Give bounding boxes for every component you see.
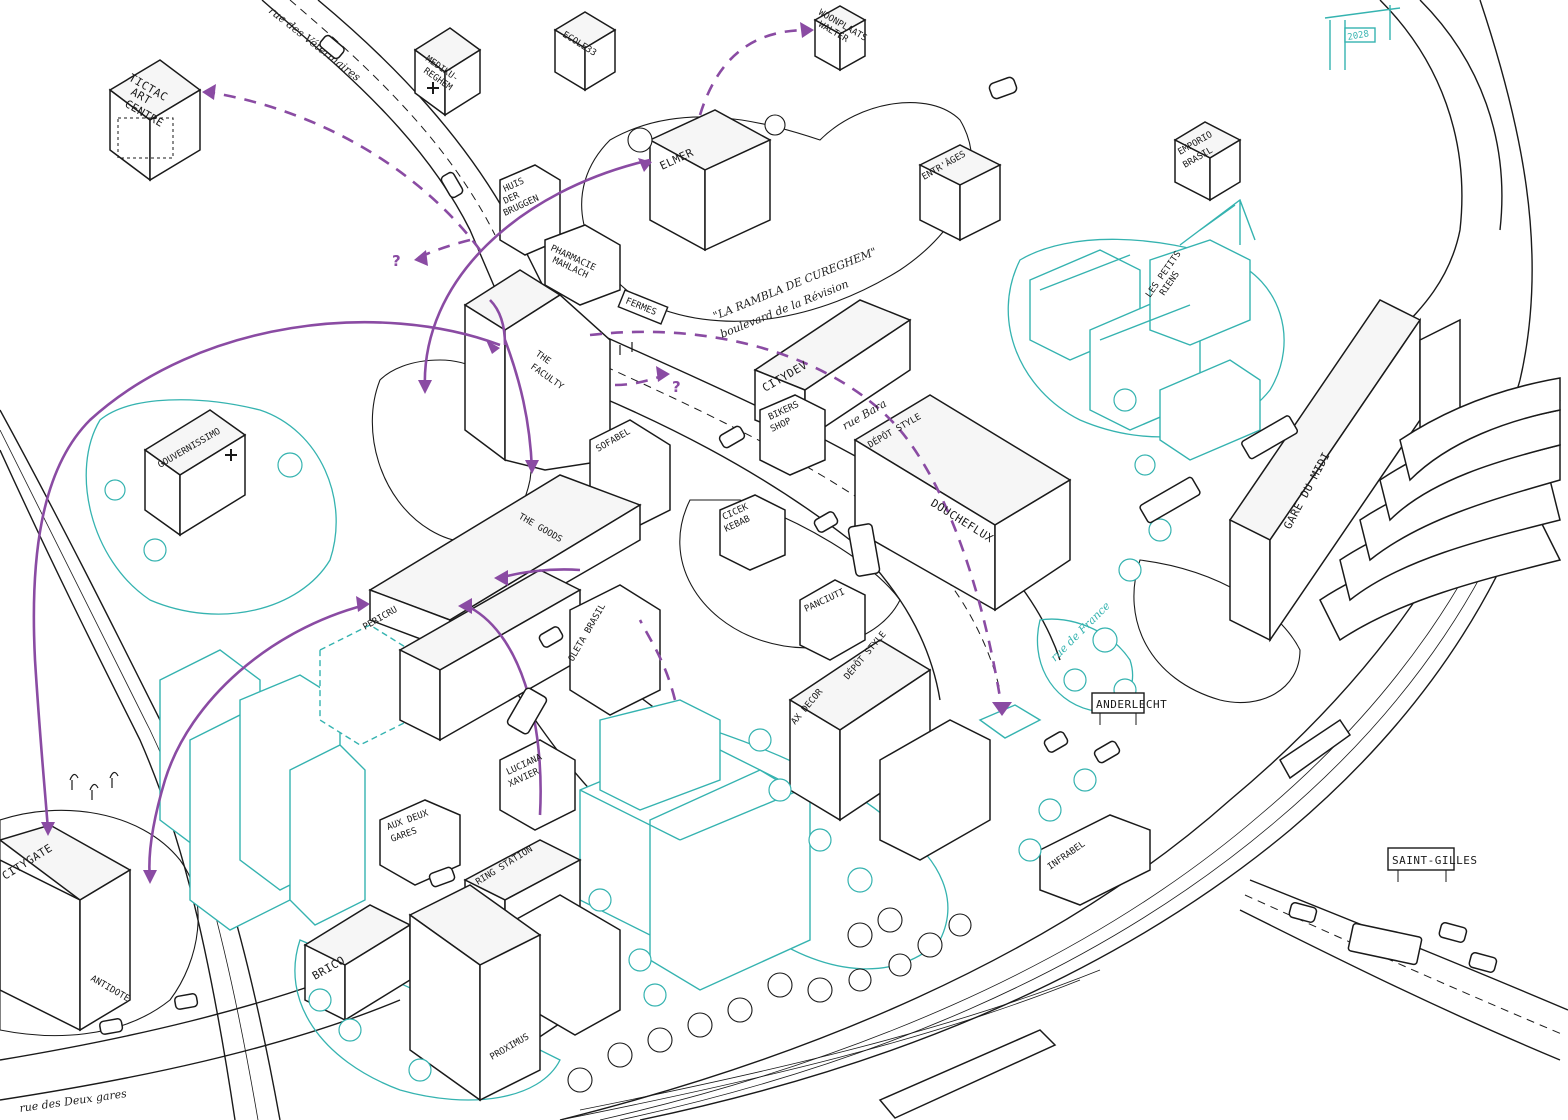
building-aux-deux-gares: [379, 799, 461, 886]
question-mark-left: ?: [392, 252, 401, 270]
building-elmer: [648, 109, 772, 252]
building-tictac-art-centre: [108, 59, 202, 182]
building-oleta-brasil: [569, 584, 661, 716]
label-anderlecht: ANDERLECHT: [1096, 698, 1167, 711]
existing-buildings: [0, 5, 1562, 1119]
question-mark-right: ?: [672, 378, 681, 396]
building-bikers-shop: [759, 394, 826, 476]
building-emporio-brasil: [1173, 121, 1242, 202]
trees: [104, 114, 1172, 1093]
les-petits-riens-cluster: [1029, 239, 1261, 461]
building-entrages: [918, 144, 1002, 242]
building-walter: [813, 5, 867, 72]
building-infrabel: [1039, 814, 1151, 906]
street-details: [69, 34, 1498, 1035]
proposed-buildings: [159, 5, 1401, 991]
building-gouvernissimo: [143, 409, 247, 537]
street-rue-deux-gares: rue des Deux gares: [19, 1087, 128, 1115]
building-luciana-xavier: [499, 739, 576, 831]
connection-arcs: [32, 22, 1012, 884]
building-panciuti: [799, 579, 866, 661]
label-arch-year: 2028: [1347, 29, 1370, 43]
building-citygate: [0, 824, 132, 1032]
building-proximus: [408, 884, 542, 1102]
building-ecole: [553, 11, 617, 92]
street-rue-veterinaires: rue des Vétérinaires: [266, 4, 363, 84]
building-cicek-kebab: [719, 494, 786, 571]
building-doucheflux: [853, 394, 1072, 612]
label-saint-gilles: SAINT-GILLES: [1392, 854, 1477, 867]
tram-icon: [1279, 718, 1352, 780]
building-medikuregem: [413, 27, 482, 117]
bus-icon: [1347, 922, 1423, 966]
building-ax-decor: [788, 639, 991, 861]
train-icon: [878, 1029, 1057, 1119]
building-pericru: [398, 569, 582, 742]
place-signs: [617, 289, 1455, 882]
building-gare-du-midi: [1228, 299, 1562, 643]
building-brico: [303, 904, 412, 1022]
question-marks: ? ?: [392, 252, 681, 396]
station-canopies: [1319, 377, 1562, 642]
